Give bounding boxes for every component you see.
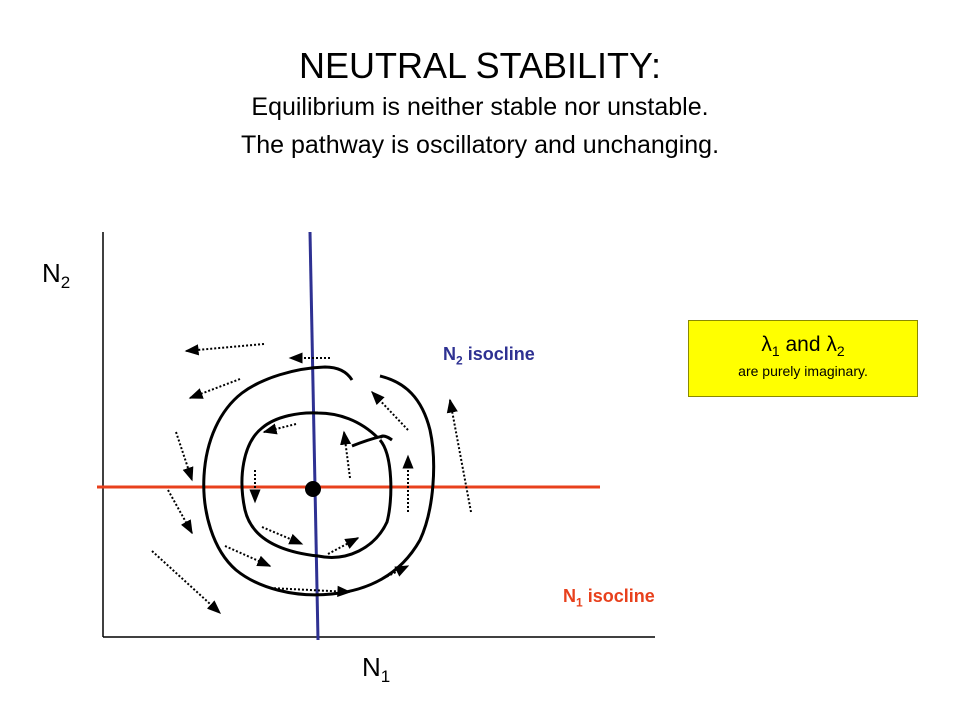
vector-arrow: [446, 398, 472, 513]
vector-arrow: [167, 489, 193, 535]
equilibrium-point: [305, 481, 321, 497]
n2-isocline-line: [308, 231, 320, 641]
vector-arrow: [184, 343, 265, 356]
vector-arrow: [262, 423, 297, 435]
vector-field: [151, 343, 472, 614]
trajectory-outer: [202, 365, 436, 597]
eigenvalue-note: are purely imaginary.: [738, 363, 868, 380]
vector-arrow: [151, 550, 222, 614]
vector-arrow: [175, 431, 194, 482]
vector-arrow: [327, 537, 360, 555]
vector-arrow: [340, 430, 352, 479]
subtitle-line-1: Equilibrium is neither stable nor unstab…: [251, 93, 709, 121]
page-title: NEUTRAL STABILITY:: [298, 45, 662, 86]
n1-isocline-label: N1 isocline: [563, 586, 655, 610]
vector-arrow: [375, 565, 410, 583]
eigenvalue-line: λ1 and λ2: [761, 333, 845, 360]
vector-arrow: [224, 545, 272, 567]
n2-isocline-label: N2 isocline: [443, 344, 535, 368]
eigenvalue-note-box: λ1 and λ2 are purely imaginary.: [688, 320, 918, 397]
vector-arrow: [188, 378, 241, 399]
trajectory-hook: [378, 434, 393, 442]
vector-arrow: [371, 390, 409, 431]
vector-arrow: [269, 585, 352, 597]
subtitle-line-2: The pathway is oscillatory and unchangin…: [240, 131, 720, 159]
trajectory-inner: [240, 411, 393, 559]
x-axis-label: N1: [362, 652, 391, 687]
vector-arrow: [261, 526, 304, 545]
y-axis-label: N2: [42, 258, 71, 293]
